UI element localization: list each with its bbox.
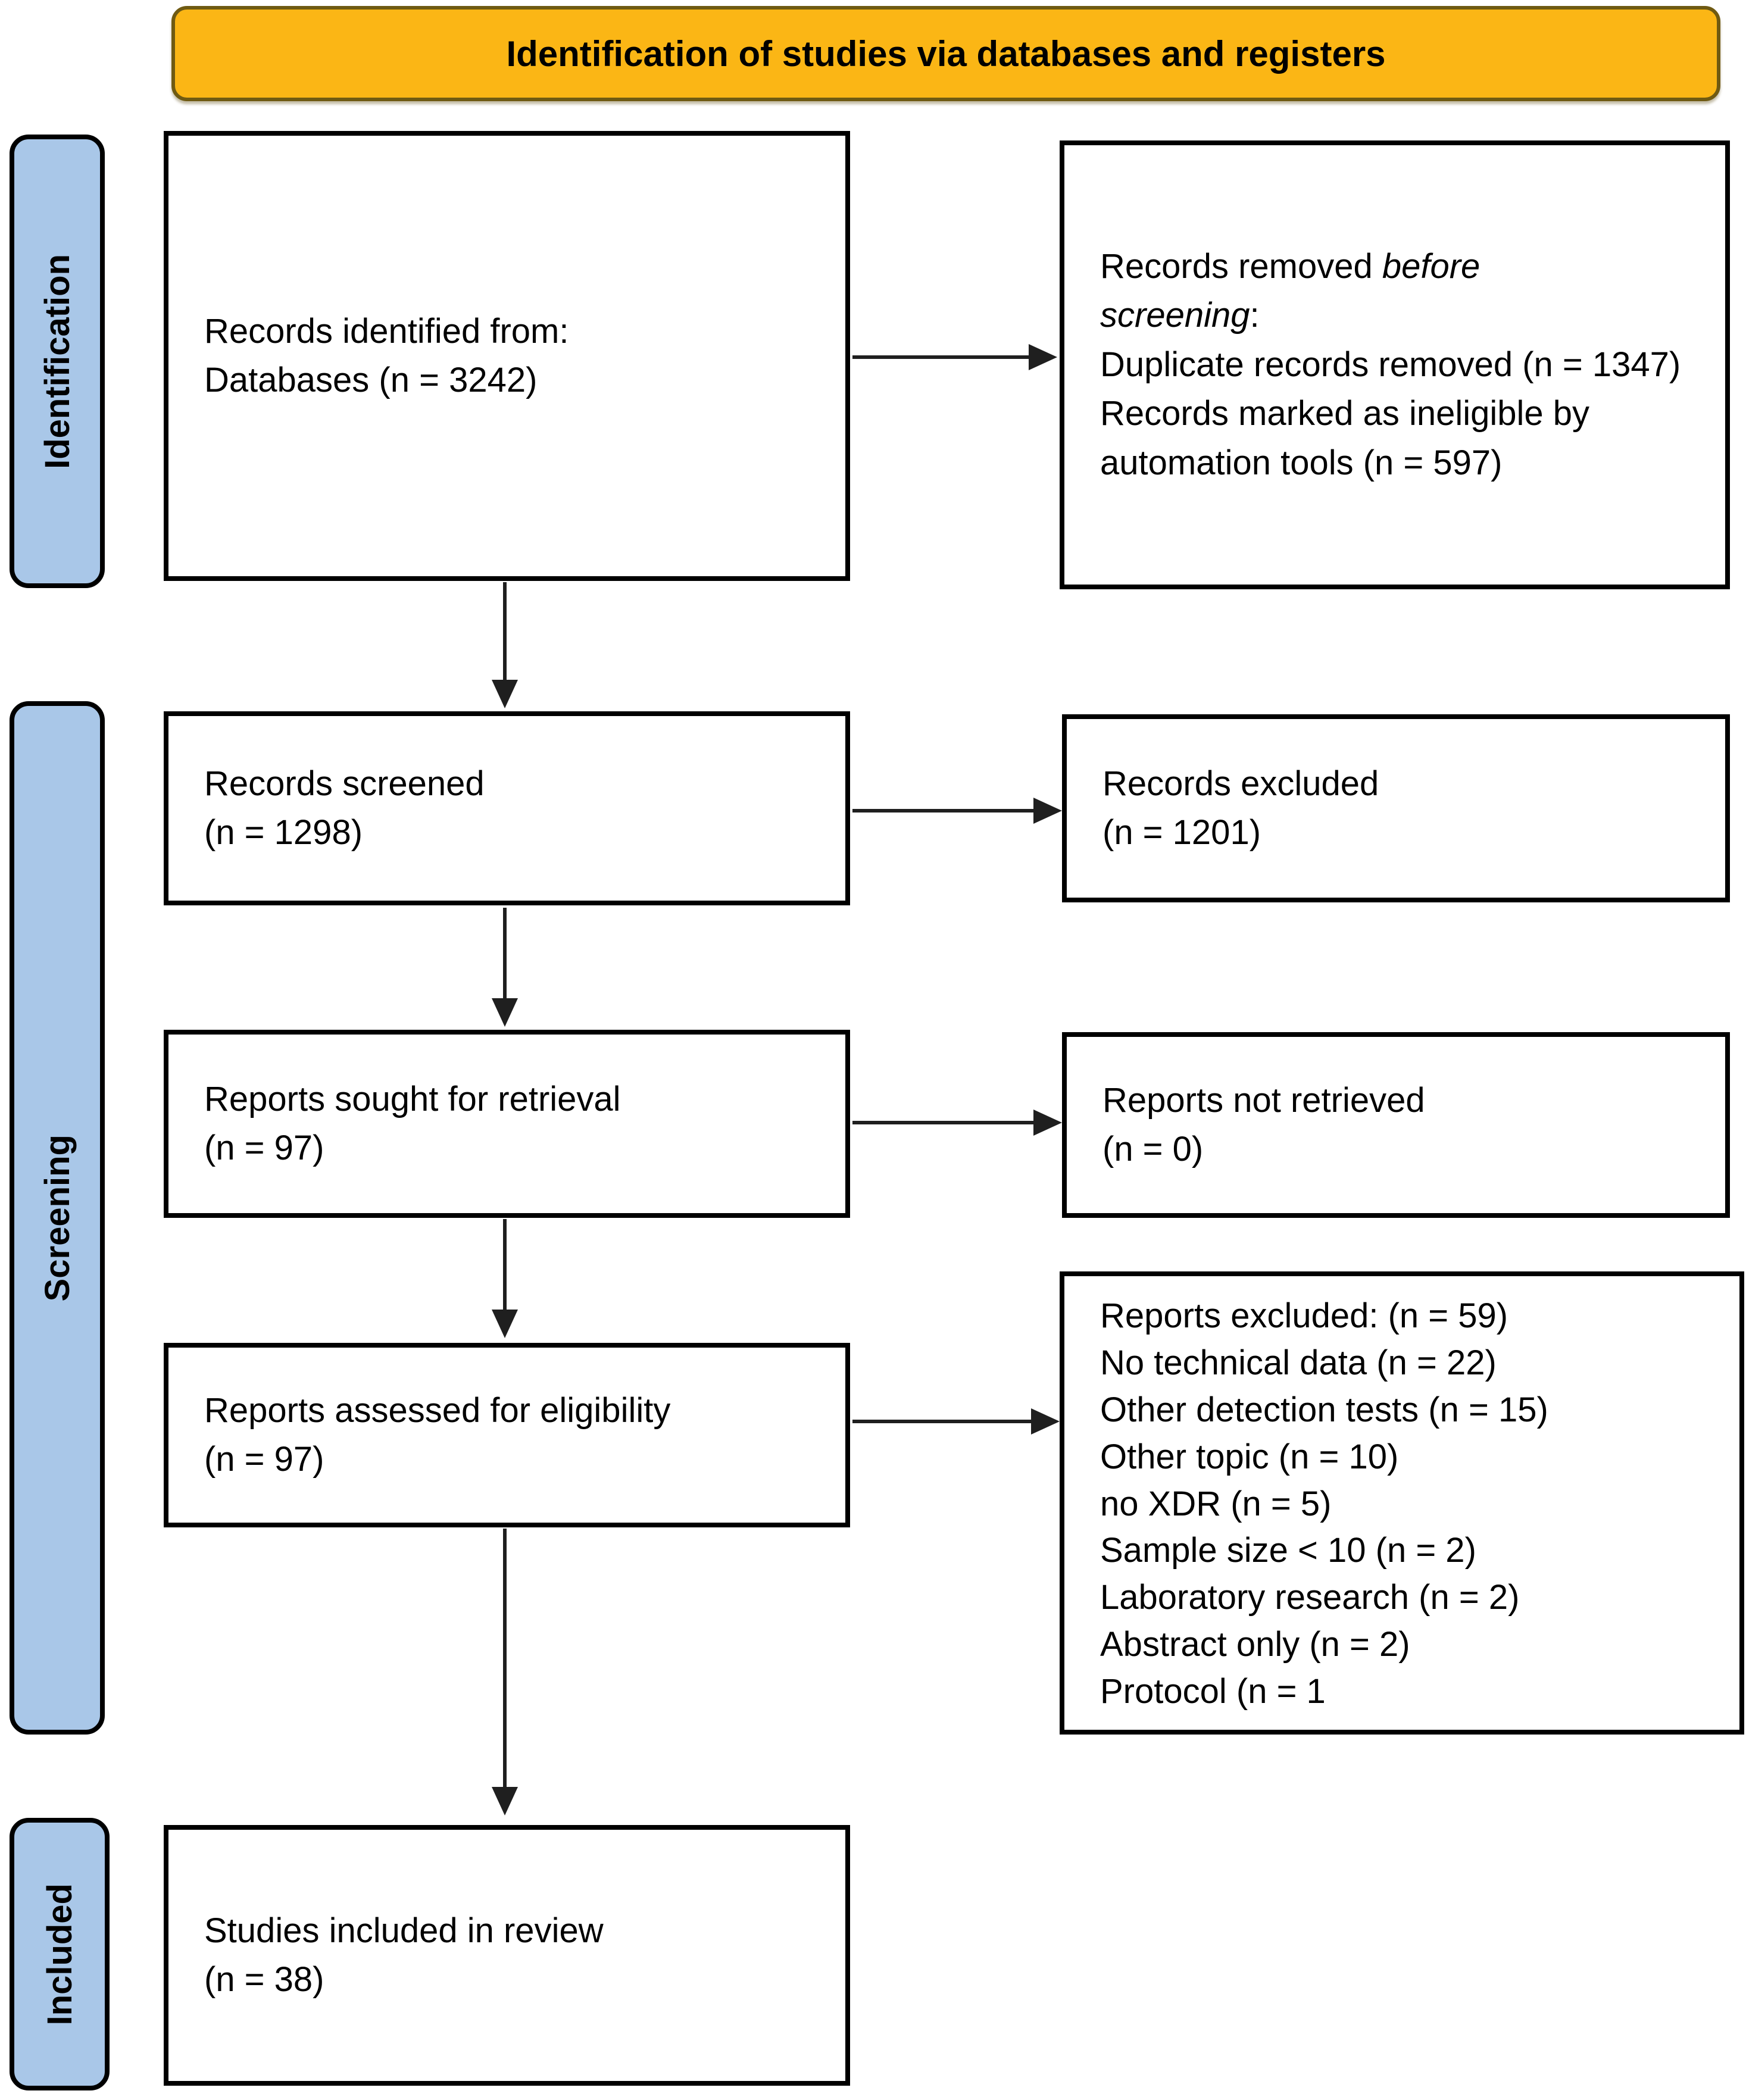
arrow-right-icon — [852, 344, 1057, 370]
records-removed-line1-colon: : — [1250, 296, 1260, 335]
banner-title: Identification of studies via databases … — [171, 6, 1720, 101]
box-studies-included: Studies included in review (n = 38) — [164, 1825, 850, 2086]
reports-excluded-line: Abstract only (n = 2) — [1100, 1625, 1410, 1664]
stage-label-screening-text: Screening — [38, 1134, 77, 1302]
arrow-right-icon — [852, 798, 1062, 824]
records-excluded-line1: Records excluded — [1102, 764, 1379, 803]
records-removed-line1-italic2: screening — [1100, 296, 1250, 335]
reports-excluded-line: Reports excluded: (n = 59) — [1100, 1296, 1508, 1335]
records-screened-line2: (n = 1298) — [204, 813, 363, 852]
stage-label-identification-text: Identification — [38, 254, 77, 469]
records-excluded-line2: (n = 1201) — [1102, 813, 1261, 852]
arrow-down-icon — [492, 1219, 518, 1338]
box-records-excluded: Records excluded (n = 1201) — [1062, 714, 1730, 902]
reports-sought-line1: Reports sought for retrieval — [204, 1079, 621, 1118]
arrow-right-icon — [852, 1408, 1060, 1435]
records-removed-line2: Duplicate records removed (n = 1347) — [1100, 345, 1681, 384]
records-removed-line3: Records marked as ineligible by automati… — [1100, 394, 1590, 482]
reports-not-retrieved-line2: (n = 0) — [1102, 1130, 1204, 1168]
records-screened-line1: Records screened — [204, 764, 485, 803]
reports-excluded-line: Laboratory research (n = 2) — [1100, 1578, 1520, 1617]
box-reports-sought: Reports sought for retrieval (n = 97) — [164, 1030, 850, 1218]
records-removed-line1: Records removed before screening: — [1100, 242, 1704, 340]
box-reports-not-retrieved: Reports not retrieved (n = 0) — [1062, 1032, 1730, 1218]
arrow-down-icon — [492, 582, 518, 708]
reports-assessed-line2: (n = 97) — [204, 1440, 324, 1479]
arrow-down-icon — [492, 908, 518, 1027]
box-records-removed: Records removed before screening: Duplic… — [1060, 140, 1730, 589]
reports-excluded-line: Other detection tests (n = 15) — [1100, 1390, 1548, 1429]
studies-included-line2: (n = 38) — [204, 1960, 324, 1999]
records-identified-line2: Databases (n = 3242) — [204, 361, 538, 399]
stage-label-screening: Screening — [10, 701, 105, 1735]
stage-label-included: Included — [10, 1818, 110, 2090]
arrow-right-icon — [852, 1110, 1062, 1136]
records-removed-line1-plain: Records removed — [1100, 247, 1382, 286]
stage-label-identification: Identification — [10, 135, 105, 588]
reports-excluded-line: Sample size < 10 (n = 2) — [1100, 1531, 1476, 1570]
stage-label-included-text: Included — [40, 1883, 79, 2026]
box-reports-excluded-reasons: Reports excluded: (n = 59) No technical … — [1060, 1271, 1744, 1735]
reports-sought-line2: (n = 97) — [204, 1129, 324, 1167]
box-records-screened: Records screened (n = 1298) — [164, 711, 850, 905]
reports-not-retrieved-line1: Reports not retrieved — [1102, 1080, 1425, 1120]
reports-excluded-line: no XDR (n = 5) — [1100, 1484, 1332, 1523]
reports-assessed-line1: Reports assessed for eligibility — [204, 1390, 671, 1430]
records-identified-line1: Records identified from: — [204, 311, 569, 351]
arrow-down-icon — [492, 1529, 518, 1815]
banner-title-text: Identification of studies via databases … — [506, 33, 1386, 74]
reports-excluded-line: Other topic (n = 10) — [1100, 1437, 1399, 1476]
studies-included-line1: Studies included in review — [204, 1911, 604, 1950]
box-records-identified: Records identified from: Databases (n = … — [164, 131, 850, 581]
records-removed-line1-italic1: before — [1382, 247, 1480, 286]
reports-excluded-line: No technical data (n = 22) — [1100, 1343, 1497, 1382]
box-reports-assessed: Reports assessed for eligibility (n = 97… — [164, 1343, 850, 1527]
reports-excluded-line: Protocol (n = 1 — [1100, 1672, 1326, 1711]
